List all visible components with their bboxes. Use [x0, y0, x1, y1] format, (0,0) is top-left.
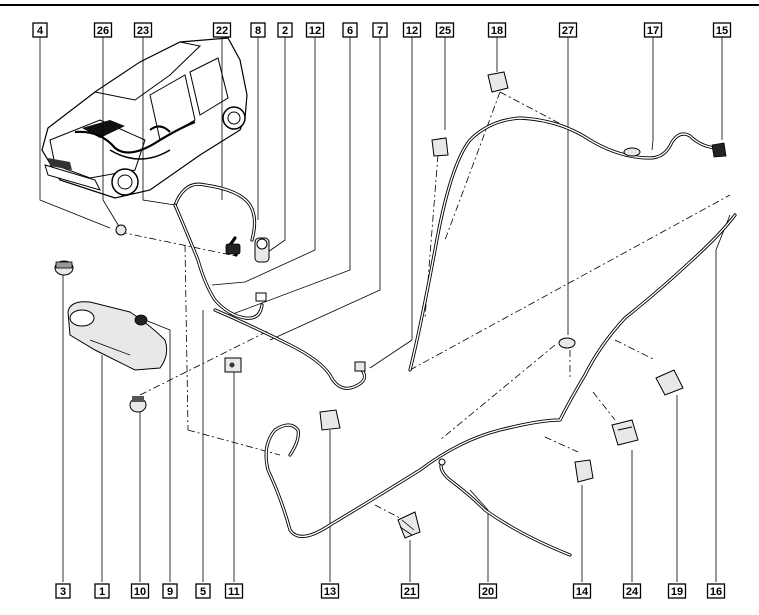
connector-17: [623, 147, 641, 157]
callout-label: 27: [562, 25, 574, 37]
callout-label: 24: [626, 586, 639, 598]
callout-label: 8: [255, 25, 261, 37]
callout-label: 17: [647, 25, 659, 37]
washer-parts: [54, 71, 727, 539]
callout-label: 16: [710, 586, 722, 598]
callout-box: [402, 22, 422, 38]
callout-box: [622, 583, 642, 599]
callout-box: [667, 583, 687, 599]
connector-15: [711, 142, 727, 158]
top-callout-labels: 4 26 23 22 8 2 12 6 7 12 25 18 27 17 15: [32, 22, 732, 38]
callout-label: 9: [167, 586, 173, 598]
clip-11: [224, 357, 242, 373]
callout-label: 23: [137, 25, 149, 37]
callout-box: [55, 583, 71, 599]
callout-label: 14: [576, 586, 589, 598]
callout-label: 12: [406, 25, 418, 37]
reservoir-cap: [54, 260, 74, 276]
callout-box: [712, 22, 732, 38]
callout-box: [572, 583, 592, 599]
grommet-26: [115, 224, 127, 236]
callout-label: 26: [97, 25, 109, 37]
callout-label: 2: [282, 25, 288, 37]
callout-box: [342, 22, 358, 38]
washer-reservoir: [67, 301, 168, 371]
grommet-27: [558, 337, 576, 349]
callout-label: 12: [309, 25, 321, 37]
nozzle-19: [655, 369, 684, 396]
callout-box: [162, 583, 178, 599]
callout-box: [643, 22, 663, 38]
callout-label: 3: [60, 586, 66, 598]
callout-box: [133, 22, 153, 38]
callout-box: [558, 22, 578, 38]
callout-label: 13: [324, 586, 336, 598]
callout-label: 11: [228, 586, 240, 598]
callout-label: 20: [482, 586, 494, 598]
clip-25: [431, 137, 449, 157]
callout-box: [277, 22, 293, 38]
bottom-callout-labels: 3 1 10 9 5 11 13 21 20 14 24 19 16: [55, 583, 726, 599]
callout-label: 19: [671, 586, 683, 598]
callout-box: [400, 583, 420, 599]
callout-box: [250, 22, 266, 38]
clip-24: [611, 419, 639, 446]
callout-box: [130, 583, 150, 599]
callout-box: [94, 583, 110, 599]
callout-label: 5: [200, 586, 206, 598]
connector-12b: [354, 361, 366, 372]
callout-box: [478, 583, 498, 599]
washer-pump: [225, 237, 270, 263]
washer-hoses: [173, 116, 737, 557]
car-illustration: [41, 37, 248, 199]
callout-label: 21: [404, 586, 416, 598]
clip-18: [487, 71, 509, 93]
callout-box: [372, 22, 388, 38]
callout-box: [487, 22, 507, 38]
connector-2: [255, 292, 267, 302]
callout-label: 18: [491, 25, 503, 37]
callout-label: 15: [716, 25, 728, 37]
callout-label: 22: [216, 25, 228, 37]
callout-box: [195, 583, 211, 599]
callout-box: [32, 22, 48, 38]
filler-neck-grommet: [134, 314, 148, 326]
callout-label: 1: [99, 586, 105, 598]
callout-box: [435, 22, 455, 38]
callout-box: [706, 583, 726, 599]
callout-label: 10: [134, 586, 146, 598]
callout-box: [305, 22, 325, 38]
tube-end-20: [438, 458, 446, 466]
nozzle-21: [397, 511, 421, 539]
nozzle-13: [319, 409, 341, 431]
nozzle-14: [574, 459, 594, 483]
leader-lines: [39, 37, 731, 582]
callout-box: [93, 22, 113, 38]
dashed-lines: [119, 91, 731, 519]
callout-label: 6: [347, 25, 353, 37]
callout-box: [320, 583, 340, 599]
callout-label: 7: [377, 25, 383, 37]
level-sensor-clip: [129, 396, 147, 413]
callout-label: 25: [439, 25, 451, 37]
callout-label: 4: [37, 25, 44, 37]
callout-box: [212, 22, 232, 38]
callout-box: [224, 583, 244, 599]
